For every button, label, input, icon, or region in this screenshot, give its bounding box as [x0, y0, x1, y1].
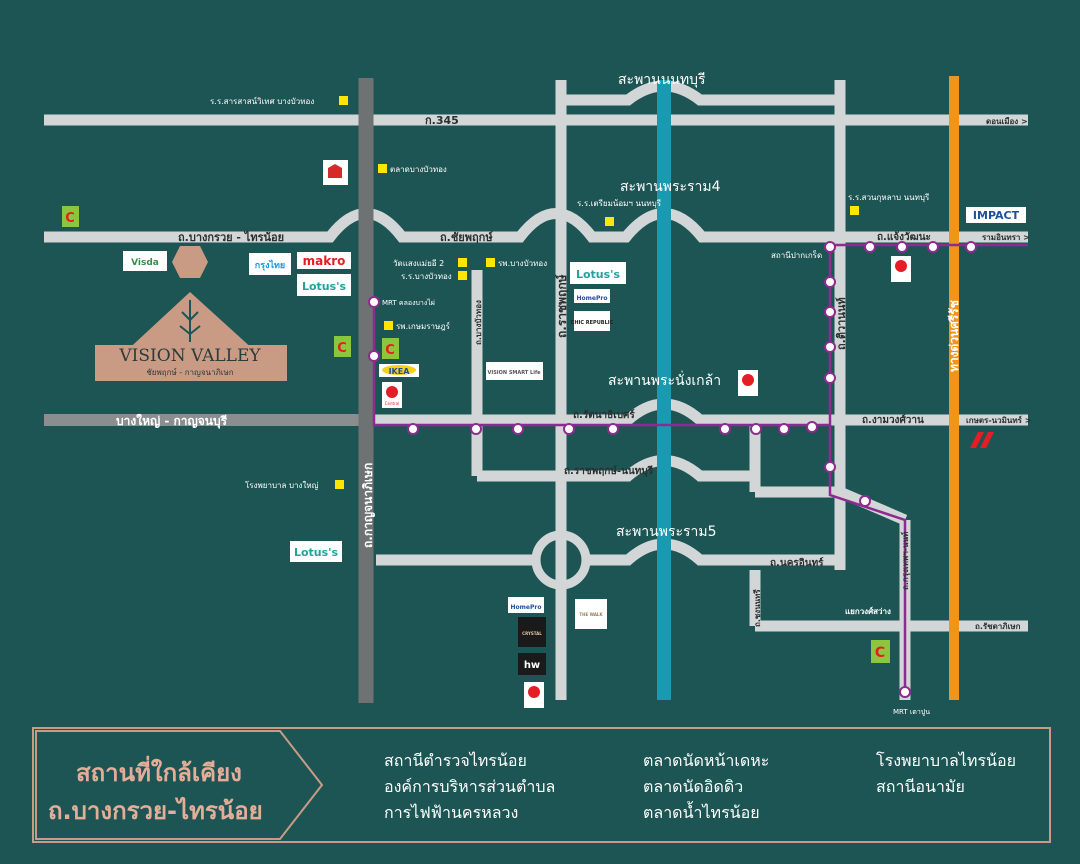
- hw-logo: [518, 653, 546, 675]
- crystal-logo: [518, 617, 546, 647]
- svg-text:Central: Central: [385, 401, 400, 406]
- makro-logo: [297, 252, 351, 269]
- makro-text: makro: [303, 254, 346, 268]
- place-market-2: ตลาดนัดอิดดิว: [643, 777, 744, 796]
- label-bang-bua-thong-rd: ถ.บางบัวทอง: [474, 300, 483, 345]
- mrt-purple-line: [372, 243, 1028, 427]
- place-market-1: ตลาดนัดหน้าเดหะ: [643, 751, 770, 770]
- label-pak-kret-station: สถานีปากเกร็ด: [771, 250, 822, 260]
- label-chaiyaphruek: ถ.ชัยพฤกษ์: [440, 231, 493, 244]
- label-bridge-rama5: สะพานพระราม5: [616, 524, 717, 540]
- market-house-icon: [328, 164, 342, 178]
- lotus-text-2: Lotus's: [576, 268, 621, 281]
- label-bangkruai-sainoi: ถ.บางกรวย - ไทรน้อย: [178, 230, 284, 244]
- label-ratchadaphisek: ถ.รัชดาภิเษก: [975, 622, 1021, 631]
- krungthai-logo: [249, 253, 291, 275]
- homepro-text-1: HomePro: [577, 295, 608, 302]
- hw-text: hw: [524, 660, 540, 671]
- chic-logo: [574, 311, 610, 331]
- label-ratchaphruek-nonthaburi: ถ.ราชพฤกษ์-นนทบุรี: [564, 465, 654, 477]
- label-bangbuathong-market: ตลาดบางบัวทอง: [390, 165, 447, 174]
- vista-text: Visda: [131, 258, 159, 268]
- label-bridge-phra-nang-klao: สะพานพระนั่งเกล้า: [608, 371, 721, 389]
- label-chong-nonsi: ถ.ชงนนทรี: [752, 589, 762, 627]
- label-wat-saeng: วัดแสงแม่ยอี 2: [393, 259, 444, 268]
- the-walk-logo: [575, 599, 607, 629]
- label-school-bangbuathong: ร.ร.บางบัวทอง: [401, 272, 452, 281]
- label-mrt-tao-poon: MRT เตาปูน: [893, 708, 930, 716]
- place-hospital: โรงพยาบาลไทรน้อย: [876, 751, 1016, 770]
- svg-text:C: C: [65, 211, 75, 226]
- label-chaeng-watthana: ถ.แจ้งวัฒนะ: [877, 231, 931, 243]
- svg-text:C: C: [385, 343, 395, 358]
- homepro-logo-2: [508, 597, 544, 613]
- tree-icon: [179, 300, 201, 342]
- impact-text: IMPACT: [973, 209, 1020, 222]
- chic-text: CHIC REPUBLIC: [571, 320, 614, 326]
- impact-logo: [966, 207, 1026, 223]
- label-yaek-tao-poon: แยกวงศ์สว่าง: [845, 606, 891, 616]
- mrt-purple-line-south: [828, 425, 907, 692]
- roundabout: [531, 530, 591, 590]
- svg-text:C: C: [875, 645, 885, 661]
- place-police-station: สถานีตำรวจไทรน้อย: [384, 751, 527, 770]
- label-ratchaphruek: ถ.ราชพฤกษ์: [555, 274, 569, 338]
- poi-markers: [335, 96, 859, 489]
- project-name: VISION VALLEY: [118, 346, 261, 366]
- label-bridge-rama4: สะพานพระราม4: [620, 179, 721, 195]
- lotus-text-3: Lotus's: [294, 546, 339, 559]
- label-hospital-bangbuathong: รพ.บางบัวทอง: [498, 259, 547, 268]
- lotus-logo-1: [297, 274, 351, 296]
- label-mrt-khlong-bang-phai: MRT คลองบางไผ่: [382, 298, 435, 307]
- krungthai-text: กรุงไทย: [255, 259, 285, 271]
- the-walk-text: THE WALK: [579, 612, 603, 617]
- nearby-places-panel: สถานที่ใกล้เคียง ถ.บางกรวย-ไทรน้อย สถานี…: [32, 727, 1052, 844]
- homepro-text-2: HomePro: [511, 604, 542, 611]
- label-kanchanaphisek: ถ.กาญจนาภิเษก: [361, 463, 375, 548]
- panel-title-line2: ถ.บางกรวย-ไทรน้อย: [48, 797, 263, 825]
- red-brand-logo: [970, 432, 994, 448]
- place-tambon-admin: องค์การบริหารส่วนตำบล: [384, 777, 556, 796]
- lotus-text-1: Lotus's: [302, 280, 347, 293]
- place-health-station: สถานีอนามัย: [876, 777, 965, 796]
- label-rattanathibet: ถ.รัตนาธิเบศร์: [573, 409, 635, 421]
- label-r345: ก.345: [425, 114, 459, 127]
- map-canvas: ก.345 ถ.บางกรวย - ไทรน้อย ถ.ชัยพฤกษ์ ถ.ร…: [44, 72, 1031, 716]
- vision-valley-logo: VISION VALLEY ชัยพฤกษ์ - กาญจนาภิเษก: [95, 246, 287, 381]
- vista-logo: [123, 251, 167, 271]
- label-hospital-kasemrad: รพ.เกษมราษฎร์: [396, 321, 451, 331]
- label-bangyai-kanchanaburi: บางใหญ่ - กาญจนบุรี: [116, 413, 228, 429]
- ikea-text: IKEA: [389, 367, 411, 376]
- label-tiwanon: ถ.ติวานนท์: [835, 297, 848, 350]
- label-nakhon-in: ถ.นครอินทร์: [770, 557, 824, 569]
- bigc-logos: C C C C: [62, 206, 890, 663]
- vision-smart-text: VISION SMART Life: [487, 370, 541, 376]
- label-bridge-nonthaburi: สะพานนนทบุรี: [618, 72, 706, 88]
- label-school-triam: ร.ร.เตรียมน้อมฯ นนทบุรี: [577, 199, 662, 208]
- mrt-stations: [368, 241, 977, 698]
- lotus-logo-2: [570, 262, 626, 284]
- vision-smart-logo: [486, 362, 543, 380]
- label-hospital-bangyai: โรงพยาบาล บางใหญ่: [245, 480, 319, 490]
- lotus-logo-3: [290, 541, 342, 562]
- place-floating-market: ตลาดน้ำไทรน้อย: [643, 803, 760, 822]
- label-don-mueang: ดอนเมือง >: [986, 116, 1028, 126]
- svg-text:C: C: [337, 341, 347, 356]
- label-ngam-wong-wan: ถ.งามวงศ์วาน: [862, 414, 924, 426]
- label-kaset-nawamin: เกษตร-นวมินทร์ >: [966, 415, 1031, 425]
- place-electricity-authority: การไฟฟ้านครหลวง: [384, 803, 519, 822]
- panel-frame: [32, 727, 1051, 843]
- label-krungthep-nonthaburi: ถ.กรุงเทพฯ-นนท์: [900, 532, 911, 590]
- label-ram-inthra: รามอินทรา >: [982, 233, 1030, 242]
- label-school-suankularb: ร.ร.สวนกุหลาบ นนทบุรี: [848, 193, 930, 202]
- panel-title-line1: สถานที่ใกล้เคียง: [76, 759, 242, 787]
- homepro-logo-1: [574, 289, 610, 303]
- crystal-text: CRYSTAL: [522, 631, 542, 636]
- project-subtitle: ชัยพฤกษ์ - กาญจนาภิเษก: [146, 367, 233, 377]
- central-logos: Central: [382, 256, 911, 708]
- label-highway: ทางด่วนศรีรัช: [947, 300, 961, 372]
- label-school-sarasas: ร.ร.สารสาสน์วิเทศ บางบัวทอง: [210, 96, 314, 106]
